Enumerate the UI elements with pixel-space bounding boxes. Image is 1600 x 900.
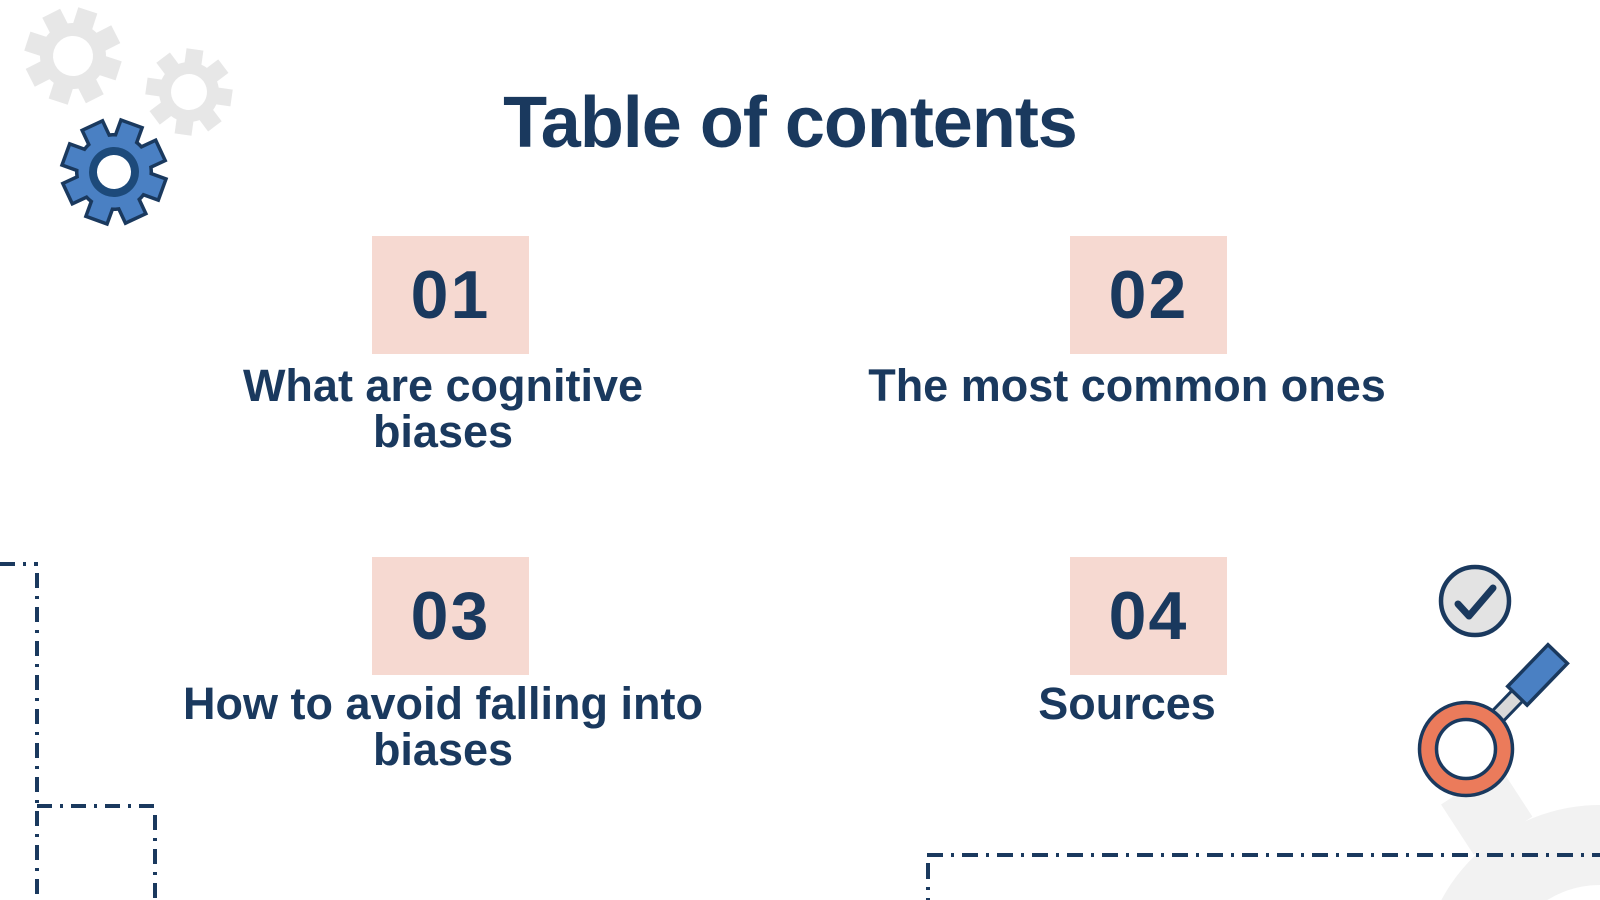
toc-number-02: 02 <box>1108 257 1189 333</box>
toc-label-line: What are cognitive <box>242 360 644 411</box>
dash-dot-border-bottom-left <box>0 562 157 900</box>
gear-icon <box>24 7 122 105</box>
pale-gear-icon <box>1420 766 1600 900</box>
toc-label-line: Sources <box>1038 678 1216 729</box>
toc-label-01: What are cognitive biases <box>143 363 743 455</box>
toc-label-line: The most common ones <box>868 360 1386 411</box>
gear-icon <box>145 48 233 136</box>
toc-number-box-04[interactable]: 04 <box>1070 557 1227 675</box>
toc-number-01: 01 <box>410 257 491 333</box>
toc-number-04: 04 <box>1108 578 1189 654</box>
page-title: Table of contents <box>503 83 1078 163</box>
toc-label-line: How to avoid falling into <box>183 678 703 729</box>
toc-number-box-03[interactable]: 03 <box>372 557 529 675</box>
toc-number-box-02[interactable]: 02 <box>1070 236 1227 354</box>
toc-label-line: biases <box>372 724 514 775</box>
toc-label-02: The most common ones <box>827 363 1427 409</box>
toc-number-box-01[interactable]: 01 <box>372 236 529 354</box>
dash-dot-border-bottom-right <box>926 853 1600 900</box>
toc-number-03: 03 <box>410 578 491 654</box>
check-circle-icon <box>1438 564 1512 638</box>
blue-gear-icon <box>59 117 169 227</box>
toc-label-line: biases <box>372 406 514 457</box>
toc-label-03: How to avoid falling into biases <box>143 681 743 773</box>
magnifier-icon <box>1417 642 1570 798</box>
toc-label-04: Sources <box>827 681 1427 727</box>
